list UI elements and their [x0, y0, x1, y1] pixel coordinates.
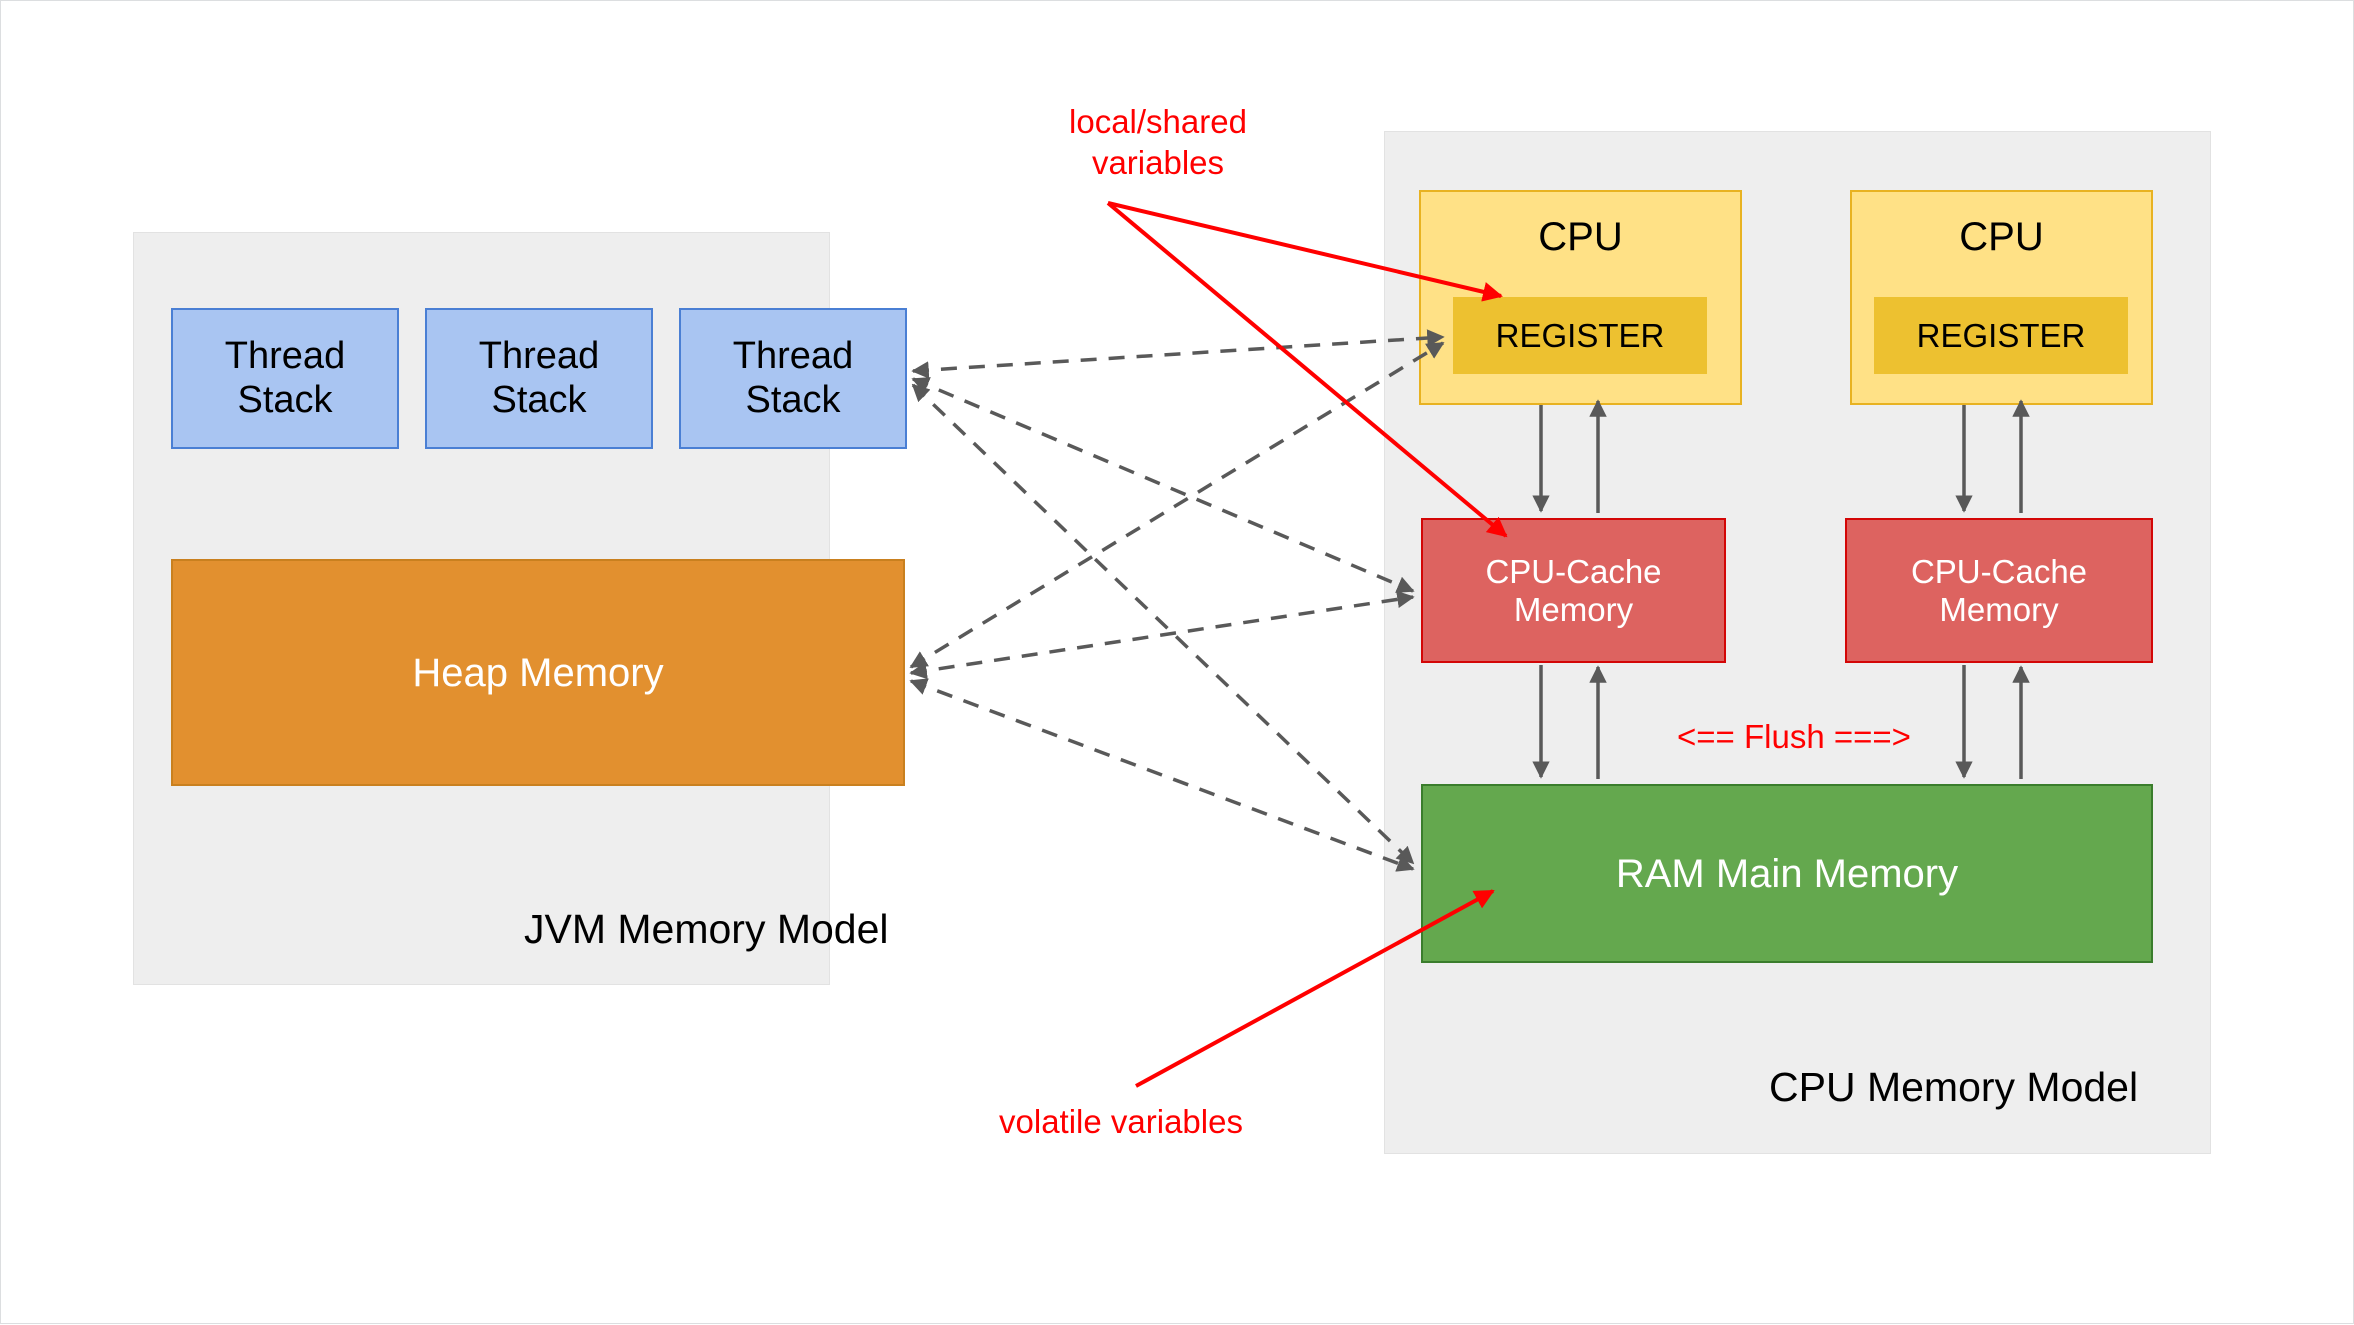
thread-stack-box-1[interactable]: Thread Stack [171, 308, 399, 449]
heap-memory-label: Heap Memory [412, 650, 664, 695]
cpu-label-1: CPU [1538, 215, 1623, 259]
cpu-label-2: CPU [1959, 215, 2044, 259]
flush-label: <== Flush ===> [1677, 718, 1911, 755]
thread-stack-box-2[interactable]: Thread Stack [425, 308, 653, 449]
cpu-cache-label-1: CPU-Cache Memory [1485, 552, 1662, 628]
heap-memory-box[interactable]: Heap Memory [171, 559, 905, 786]
ram-main-memory-label: RAM Main Memory [1615, 851, 1959, 896]
jvm-panel-label: JVM Memory Model [524, 906, 889, 952]
cpu-cache-box-2[interactable]: CPU-Cache Memory [1845, 518, 2153, 663]
wire-threadstack-cache [911, 377, 1415, 593]
wire-heap-register [909, 341, 1445, 669]
wire-heap-ram [909, 678, 1415, 872]
register-label-1: REGISTER [1495, 316, 1665, 354]
thread-stack-label-3: Thread Stack [732, 334, 854, 421]
wire-threadstack-ram [911, 383, 1415, 865]
wire-threadstack-register [911, 329, 1445, 379]
thread-stack-box-3[interactable]: Thread Stack [679, 308, 907, 449]
register-box-2[interactable]: REGISTER [1874, 297, 2128, 374]
cpu-cache-label-2: CPU-Cache Memory [1910, 552, 2088, 628]
cpu-panel-label: CPU Memory Model [1769, 1064, 2139, 1110]
volatile-variables-annotation: volatile variables [999, 1103, 1243, 1140]
local-shared-variables-annotation: local/shared variables [1069, 103, 1247, 182]
wire-heap-cache [909, 590, 1415, 680]
ram-main-memory-box[interactable]: RAM Main Memory [1421, 784, 2153, 963]
thread-stack-label-2: Thread Stack [478, 334, 600, 421]
register-box-1[interactable]: REGISTER [1453, 297, 1707, 374]
register-label-2: REGISTER [1916, 316, 2086, 354]
cpu-cache-box-1[interactable]: CPU-Cache Memory [1421, 518, 1726, 663]
thread-stack-label-1: Thread Stack [224, 334, 346, 421]
